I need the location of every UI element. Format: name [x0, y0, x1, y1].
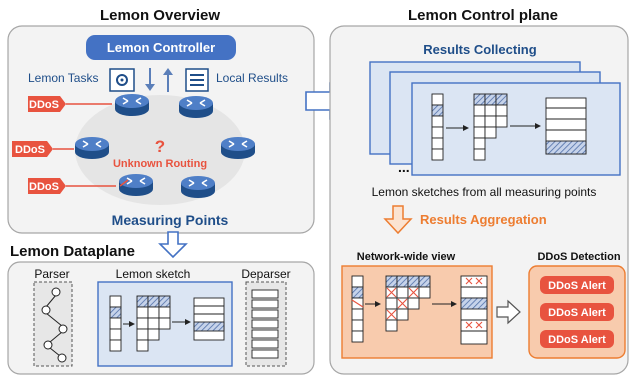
svg-text:DDoS: DDoS: [15, 144, 45, 156]
lemon-tasks-label: Lemon Tasks: [28, 71, 98, 85]
question-mark: ?: [155, 137, 165, 156]
svg-text:DDoS Alert: DDoS Alert: [548, 280, 606, 292]
dataplane-sketch-cells: [109, 295, 225, 352]
collected-sketch-stack: [369, 61, 621, 176]
deparser-stack-icon: [251, 289, 279, 359]
ddos-tag-1: DDoS: [28, 96, 112, 112]
stack-ellipsis: ...: [398, 159, 410, 175]
results-aggregation-label: Results Aggregation: [420, 212, 547, 227]
ddos-detection-label: DDoS Detection: [537, 251, 620, 263]
lemon-controller-label: Lemon Controller: [107, 40, 215, 55]
results-document-icon: [185, 68, 209, 92]
aggregation-arrow: [383, 205, 413, 235]
svg-text:DDoS: DDoS: [29, 99, 59, 111]
ddos-alert-3: DDoS Alert: [540, 330, 614, 348]
task-gear-icon: [109, 68, 135, 92]
sketches-caption: Lemon sketches from all measuring points: [372, 185, 597, 199]
svg-text:DDoS Alert: DDoS Alert: [548, 307, 606, 319]
to-detection-arrow: [496, 299, 521, 325]
to-dataplane-arrow: [158, 231, 188, 259]
down-arrow-icon: [145, 68, 155, 91]
dataplane-title: Lemon Dataplane: [10, 243, 135, 260]
deparser-label: Deparser: [241, 267, 290, 281]
parser-label: Parser: [34, 267, 69, 281]
ddos-tag-2: DDoS: [12, 141, 74, 157]
control-title: Lemon Control plane: [408, 7, 558, 24]
lemon-sketch-label: Lemon sketch: [116, 267, 191, 281]
control-panel: Lemon Control plane Results Collecting .…: [329, 7, 629, 375]
network-view-cells: [351, 275, 488, 345]
ddos-arrow-right: [119, 179, 129, 187]
up-arrow-icon: [163, 68, 173, 92]
measuring-points-label: Measuring Points: [112, 212, 229, 228]
dataplane-panel: Lemon Dataplane Parser Lemon sketch De: [7, 243, 315, 375]
parser-box: [33, 281, 73, 367]
network-view-label: Network-wide view: [357, 251, 456, 263]
svg-text:DDoS: DDoS: [29, 181, 59, 193]
lemon-controller-box: [86, 35, 236, 60]
ddos-tag-3: DDoS: [28, 178, 116, 194]
results-collecting-label: Results Collecting: [423, 42, 536, 57]
parse-graph-icon: [41, 287, 68, 363]
unknown-routing-label: Unknown Routing: [113, 158, 207, 170]
ddos-alert-1: DDoS Alert: [540, 276, 614, 294]
ddos-alert-2: DDoS Alert: [540, 303, 614, 321]
overview-title: Lemon Overview: [100, 7, 220, 24]
local-results-label: Local Results: [216, 71, 288, 85]
svg-text:DDoS Alert: DDoS Alert: [548, 334, 606, 346]
overview-panel: Lemon Overview Lemon Controller Lemon Ta…: [7, 7, 315, 234]
